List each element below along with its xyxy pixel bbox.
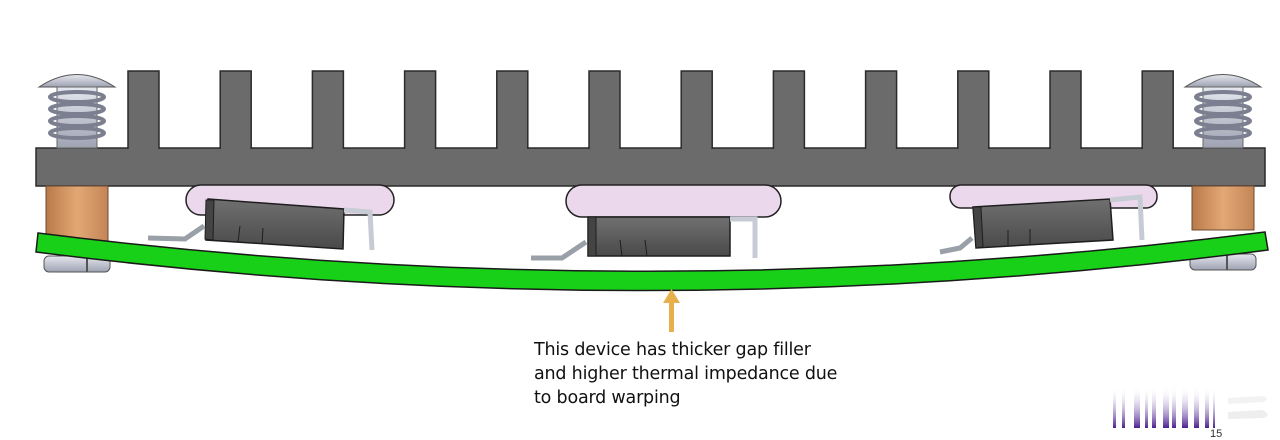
pcb-board	[35, 231, 1269, 292]
spring-coil	[48, 126, 106, 140]
heatsink	[35, 70, 1266, 187]
brand-logo	[1113, 386, 1215, 428]
heatsink-base-fill	[37, 149, 1264, 155]
page-number: 15	[1210, 428, 1223, 440]
logo-bar	[1182, 386, 1188, 428]
caption-line-1: This device has thicker gap filler	[534, 340, 811, 360]
logo-bar	[1213, 386, 1215, 428]
caption-line-3: to board warping	[534, 388, 681, 408]
logo-bar	[1134, 386, 1140, 428]
callout-arrow	[663, 289, 680, 332]
screw-head	[37, 74, 117, 88]
caption: This device has thicker gap filler and h…	[534, 338, 837, 410]
heatsink-fin	[1141, 70, 1174, 151]
heatsink-fin	[127, 70, 160, 151]
heatsink-fin	[680, 70, 713, 151]
logo-bar	[1145, 386, 1148, 428]
spring-screw-left	[37, 74, 117, 149]
heatsink-fin	[403, 70, 437, 151]
heatsink-fin	[311, 70, 345, 151]
spring-coil	[1194, 126, 1252, 140]
logo-bar	[1194, 386, 1199, 428]
standoff-right	[1191, 185, 1255, 231]
screw-nut-left	[43, 255, 111, 273]
logo-bar	[1172, 386, 1176, 428]
heatsink-fin	[496, 70, 529, 151]
logo-bar	[1205, 386, 1209, 428]
device-left	[147, 198, 375, 251]
heatsink-fin	[772, 70, 806, 151]
device-center	[531, 216, 758, 261]
spring-screw-right	[1183, 74, 1263, 149]
gap-filler-center	[565, 184, 782, 218]
heatsink-fin	[864, 70, 898, 151]
device-right	[939, 194, 1145, 255]
logo-bar	[1113, 386, 1116, 428]
logo-bar	[1163, 386, 1169, 428]
standoff-left	[45, 185, 109, 243]
logo-bar	[1122, 386, 1125, 428]
heatsink-fin	[1049, 70, 1082, 151]
screw-head	[1183, 74, 1263, 88]
logo-swoosh	[1228, 396, 1268, 419]
heatsink-fin	[957, 70, 990, 151]
logo-bar	[1152, 386, 1156, 428]
heatsink-fin	[588, 70, 621, 151]
heatsink-fin	[219, 70, 252, 151]
caption-line-2: and higher thermal impedance due	[534, 364, 838, 384]
